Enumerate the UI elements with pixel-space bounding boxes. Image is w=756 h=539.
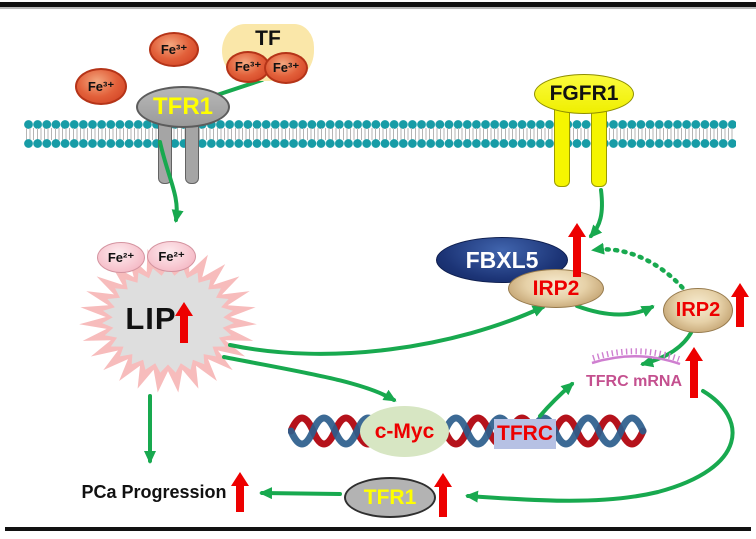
tfrc-gene-label: TFRC: [497, 422, 553, 445]
tfr1-receptor-label: TFR1: [153, 93, 213, 120]
tfr1-receptor: TFR1: [136, 86, 230, 128]
increase-arrow-tfr1: [434, 473, 452, 517]
cmyc-transcription-factor: c-Myc: [360, 406, 449, 457]
dna-strand-blue: [288, 414, 647, 448]
dotted-arrow-irp2-to-fbxl5: [591, 242, 691, 297]
fe3-ion: Fe³⁺: [149, 32, 199, 67]
arrow-lip-to-irp2: [228, 305, 546, 356]
fe3-label: Fe³⁺: [87, 78, 115, 94]
fgfr1-receptor: FGFR1: [534, 74, 634, 114]
tfr1-protein: TFR1: [344, 477, 436, 518]
lip-label: LIP: [103, 300, 199, 338]
increase-arrow-irp2: [731, 283, 749, 327]
irp2-free-label: IRP2: [675, 299, 721, 321]
lip-text: LIP: [125, 301, 177, 336]
arrow-mrna-to-tfr1-protein: [465, 389, 735, 503]
arrow-fgfr1-to-fbxl5: [588, 188, 604, 239]
irp2-free-protein: IRP2: [663, 288, 733, 333]
mrna-squiggle-backbone: [591, 355, 681, 366]
increase-arrow-pca: [231, 472, 249, 512]
membrane-outer-leaflet: [24, 120, 736, 129]
pca-progression-text: PCa Progression: [81, 481, 227, 502]
tfrc-mrna-text: TFRC mRNA: [586, 372, 682, 390]
arrow-tfr1-to-pca: [259, 487, 342, 500]
fe2-ion: Fe²⁺: [97, 242, 145, 273]
fe3-label: Fe³⁺: [272, 60, 300, 75]
increase-arrow-fbxl5: [568, 223, 586, 277]
arrow-tfrcgene-to-mrna: [538, 382, 575, 418]
mrna-squiggle-teeth: [592, 348, 681, 362]
increase-arrow-tfrc-mrna: [685, 347, 703, 398]
fe2-ion: Fe²⁺: [147, 241, 196, 272]
arrow-irp2-to-mrna: [640, 329, 694, 368]
top-border-rule: [0, 2, 756, 7]
increase-arrow-lip: [175, 302, 193, 343]
bottom-border-rule: [5, 527, 751, 531]
fbxl5-label: FBXL5: [465, 246, 539, 273]
cmyc-label: c-Myc: [374, 419, 435, 443]
dna-double-helix: [288, 414, 647, 448]
tf-label: TF: [255, 27, 281, 50]
arrow-irp2bound-to-irp2free: [575, 304, 655, 317]
tfr1-protein-label: TFR1: [363, 485, 417, 509]
fe3-ion: Fe³⁺: [75, 68, 127, 105]
arrow-tfr1-to-fe2: [158, 140, 184, 223]
fe3-label: Fe³⁺: [160, 41, 188, 57]
fe3-ion: Fe³⁺: [264, 52, 308, 84]
pca-progression-label: PCa Progression: [76, 481, 232, 503]
irp2-bound-protein: IRP2: [508, 269, 604, 308]
irp2-bound-label: IRP2: [532, 276, 580, 300]
fe2-label: Fe²⁺: [158, 248, 185, 264]
fgfr1-label: FGFR1: [549, 82, 619, 105]
tfrc-gene: TFRC: [494, 419, 556, 449]
lip-burst-inner: [102, 267, 234, 373]
membrane-inner-leaflet: [24, 139, 736, 148]
lip-starburst: [79, 247, 257, 393]
fe2-label: Fe²⁺: [107, 249, 135, 265]
fe3-label: Fe³⁺: [234, 59, 262, 74]
arrow-lip-to-cmyc: [222, 355, 397, 402]
tfrc-mrna-label: TFRC mRNA: [584, 371, 684, 392]
